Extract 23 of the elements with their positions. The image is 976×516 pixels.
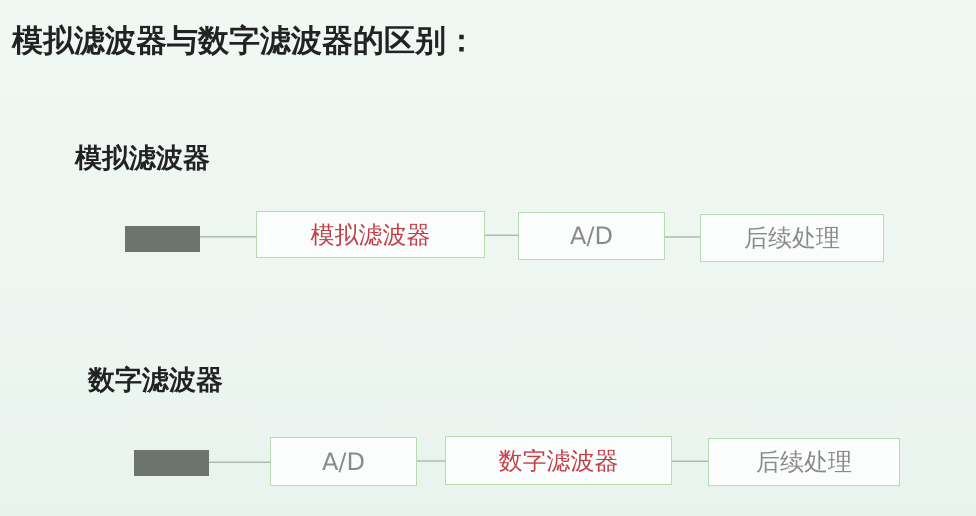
connector-line	[209, 462, 270, 463]
signal-source-bar	[134, 450, 209, 476]
section-heading: 数字滤波器	[88, 364, 223, 398]
connector-line	[417, 460, 445, 462]
process-box	[518, 212, 665, 260]
box-label: 数字滤波器	[498, 446, 618, 476]
process-box	[708, 438, 900, 486]
process-box	[445, 436, 672, 485]
connector-line	[485, 234, 518, 236]
process-box	[256, 211, 485, 258]
process-box	[700, 214, 884, 262]
connector-line	[672, 460, 708, 462]
connector-line	[665, 236, 700, 238]
box-label: A/D	[570, 222, 613, 250]
title: 模拟滤波器与数字滤波器的区别：	[12, 22, 477, 61]
box-label: A/D	[322, 448, 365, 476]
box-label: 后续处理	[744, 223, 840, 254]
process-box	[270, 437, 417, 486]
signal-source-bar	[125, 226, 200, 252]
box-label: 模拟滤波器	[310, 220, 430, 250]
connector-line	[200, 236, 256, 238]
section-heading: 模拟滤波器	[75, 142, 210, 176]
box-label: 后续处理	[756, 447, 852, 478]
